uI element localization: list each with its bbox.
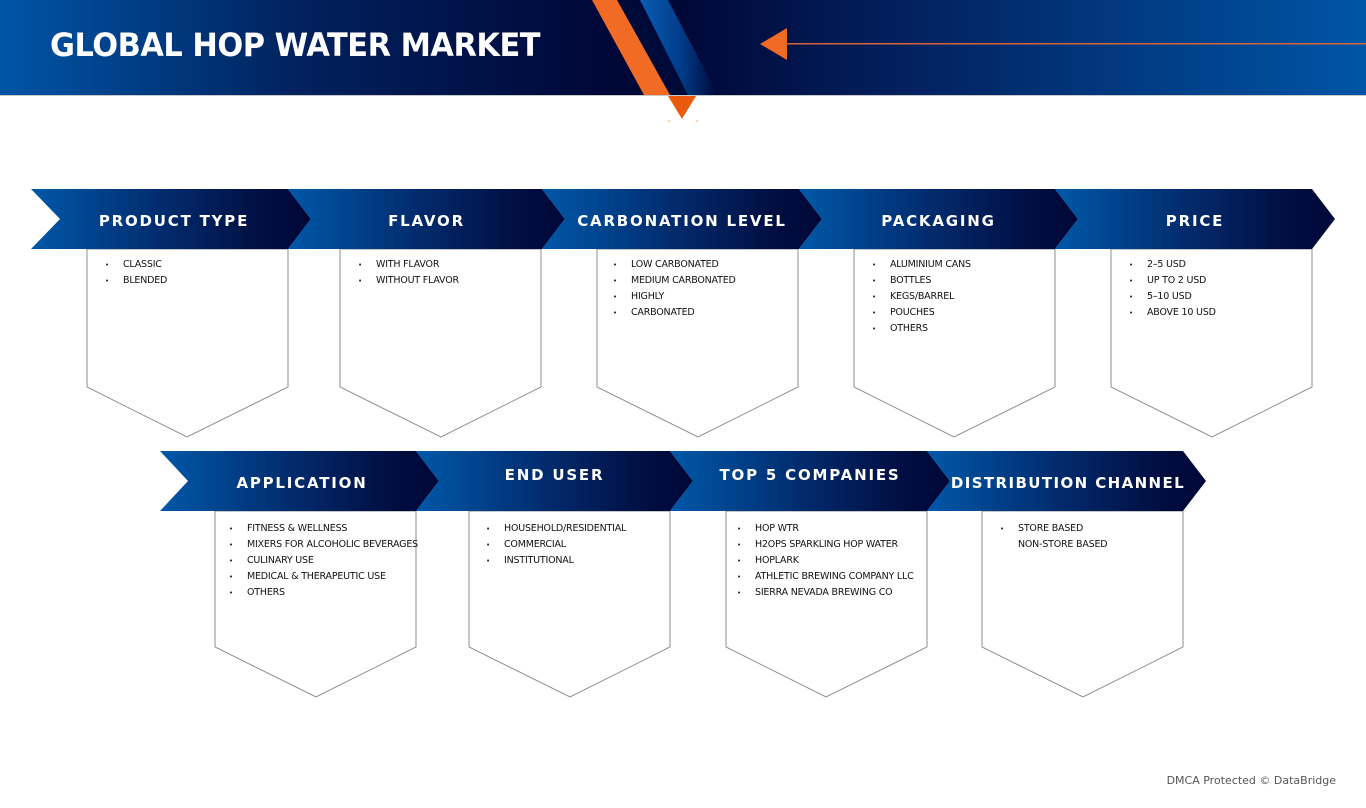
- list-item: ATHLETIC BREWING COMPANY LLC: [737, 569, 914, 585]
- list-item: POUCHES: [872, 305, 971, 321]
- list-item: MEDICAL & THERAPEUTIC USE: [229, 569, 418, 585]
- list-item: HIGHLY: [613, 289, 736, 305]
- segment-label-carbonation-level: CARBONATION LEVEL: [577, 212, 787, 230]
- list-item: KEGS/BARREL: [872, 289, 971, 305]
- list-application: FITNESS & WELLNESS MIXERS FOR ALCOHOLIC …: [229, 521, 418, 601]
- list-item: CULINARY USE: [229, 553, 418, 569]
- segment-label-distribution-channel: DISTRIBUTION CHANNEL: [950, 474, 1186, 492]
- blue-stripe: [640, 0, 718, 95]
- list-item: LOW CARBONATED: [613, 257, 736, 273]
- header-divider: [0, 95, 1366, 96]
- list-item: ALUMINIUM CANS: [872, 257, 971, 273]
- segment-label-end-user: END USER: [504, 466, 605, 484]
- list-item: BOTTLES: [872, 273, 971, 289]
- segment-label-top-5-companies: TOP 5 COMPANIES: [719, 466, 901, 484]
- list-item: INSTITUTIONAL: [486, 553, 626, 569]
- list-item: HOUSEHOLD/RESIDENTIAL: [486, 521, 626, 537]
- list-item: HOP WTR: [737, 521, 914, 537]
- list-item: CARBONATED: [613, 305, 736, 321]
- list-item: OTHERS: [872, 321, 971, 337]
- list-item: WITH FLAVOR: [358, 257, 459, 273]
- list-price: 2–5 USD UP TO 2 USD 5–10 USD ABOVE 10 US…: [1129, 257, 1216, 321]
- list-item: CLASSIC: [105, 257, 167, 273]
- list-item: 5–10 USD: [1129, 289, 1216, 305]
- list-item: STORE BASED: [1000, 521, 1107, 537]
- list-item: H2OPS SPARKLING HOP WATER: [737, 537, 914, 553]
- list-item: COMMERCIAL: [486, 537, 626, 553]
- list-carbonation-level: LOW CARBONATED MEDIUM CARBONATED HIGHLY …: [613, 257, 736, 321]
- list-item: FITNESS & WELLNESS: [229, 521, 418, 537]
- list-product-type: CLASSIC BLENDED: [105, 257, 167, 289]
- arrow-line: [786, 43, 1366, 45]
- segment-label-product-type: PRODUCT TYPE: [98, 212, 250, 230]
- list-item: WITHOUT FLAVOR: [358, 273, 459, 289]
- list-item: HOPLARK: [737, 553, 914, 569]
- list-flavor: WITH FLAVOR WITHOUT FLAVOR: [358, 257, 459, 289]
- arrow-left-icon: [760, 28, 787, 60]
- list-item: SIERRA NEVADA BREWING CO: [737, 585, 914, 601]
- list-item: NON-STORE BASED: [1018, 539, 1108, 550]
- list-item: OTHERS: [229, 585, 418, 601]
- list-item: UP TO 2 USD: [1129, 273, 1216, 289]
- segment-label-packaging: PACKAGING: [881, 212, 996, 230]
- list-item: MIXERS FOR ALCOHOLIC BEVERAGES: [229, 537, 418, 553]
- orange-stripe: [592, 0, 670, 95]
- list-item: 2–5 USD: [1129, 257, 1216, 273]
- header-decoration: [592, 0, 1366, 95]
- copyright-notice: DMCA Protected © DataBridge: [1166, 774, 1336, 787]
- list-item: ABOVE 10 USD: [1129, 305, 1216, 321]
- list-end-user: HOUSEHOLD/RESIDENTIAL COMMERCIAL INSTITU…: [486, 521, 626, 569]
- list-top-5-companies: HOP WTR H2OPS SPARKLING HOP WATER HOPLAR…: [737, 521, 914, 601]
- page-title: GLOBAL HOP WATER MARKET: [50, 26, 541, 64]
- orange-triangle-marker: [668, 96, 696, 119]
- list-distribution-channel: STORE BASED NON-STORE BASED: [1000, 521, 1108, 553]
- segment-label-application: APPLICATION: [236, 474, 368, 492]
- list-item: BLENDED: [105, 273, 167, 289]
- header-banner: GLOBAL HOP WATER MARKET: [0, 0, 1366, 95]
- list-item: MEDIUM CARBONATED: [613, 273, 736, 289]
- segment-label-price: PRICE: [1165, 212, 1225, 230]
- list-packaging: ALUMINIUM CANS BOTTLES KEGS/BARREL POUCH…: [872, 257, 971, 337]
- segment-label-flavor: FLAVOR: [388, 212, 465, 230]
